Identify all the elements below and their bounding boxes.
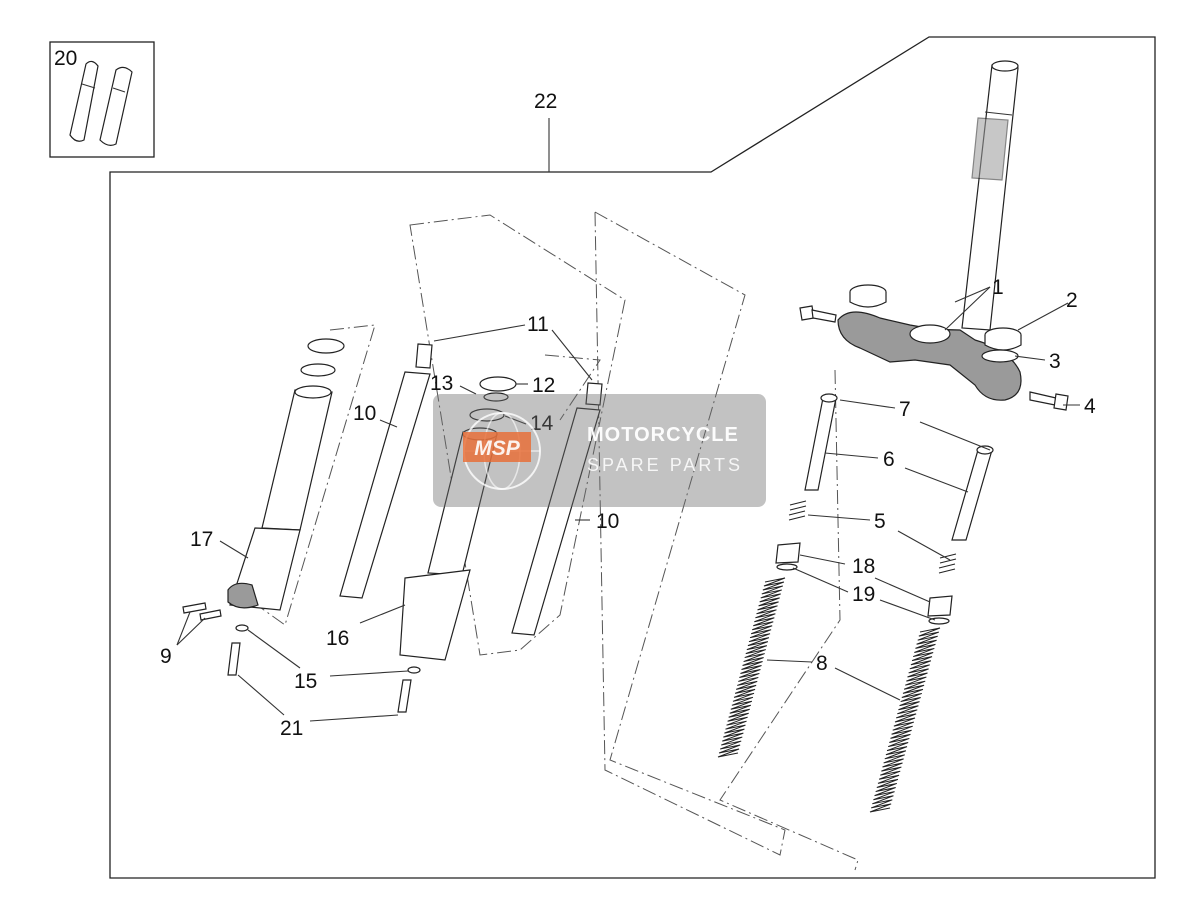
label-4: 4 <box>1084 395 1096 418</box>
steering-stem-part-1 <box>837 60 1022 401</box>
label-7: 7 <box>899 398 911 421</box>
fork-assembly-frame <box>109 36 1156 879</box>
label-10a: 10 <box>353 402 376 425</box>
bolt-part-21 <box>227 642 412 713</box>
part-labels: 1 2 3 4 5 6 7 8 9 10 10 11 12 13 14 15 1… <box>54 47 1096 740</box>
bolt-part-4 <box>799 305 1069 411</box>
label-8: 8 <box>816 652 828 675</box>
inset-box-part-20 <box>49 41 155 158</box>
label-6: 6 <box>883 448 895 471</box>
label-11: 11 <box>527 313 549 336</box>
watermark-line-2: SPARE PARTS <box>587 455 744 475</box>
seal-part-12 <box>479 376 517 392</box>
tube-part-6 <box>804 393 994 541</box>
spring-part-8 <box>717 577 941 813</box>
label-1: 1 <box>992 276 1004 299</box>
washer-part-3 <box>981 349 1019 363</box>
plug-part-11 <box>415 343 603 406</box>
globe-logo-icon: MSP <box>463 412 541 490</box>
label-18: 18 <box>852 555 875 578</box>
watermark-logo-text: MSP <box>474 437 521 460</box>
label-9: 9 <box>160 645 172 668</box>
label-5: 5 <box>874 510 886 533</box>
screw-part-9 <box>182 602 222 621</box>
label-10b: 10 <box>596 510 619 533</box>
label-21: 21 <box>280 717 303 740</box>
label-13: 13 <box>430 372 453 395</box>
label-12: 12 <box>532 374 555 397</box>
label-15: 15 <box>294 670 317 693</box>
label-2: 2 <box>1066 289 1078 312</box>
label-19: 19 <box>852 583 875 606</box>
watermark-badge: MSP MOTORCYCLE SPARE PARTS <box>433 394 766 507</box>
spring-part-5 <box>788 500 957 574</box>
label-20: 20 <box>54 47 77 70</box>
coil-spring <box>869 627 941 813</box>
label-3: 3 <box>1049 350 1061 373</box>
washer-part-15 <box>235 624 421 674</box>
coil-spring <box>717 577 786 758</box>
label-17: 17 <box>190 528 213 551</box>
label-22: 22 <box>534 90 557 113</box>
label-14: 14 <box>530 412 554 435</box>
bushing-part-18 <box>775 542 953 625</box>
leader-lines <box>176 286 1080 722</box>
ring-part-13 <box>483 392 509 402</box>
label-16: 16 <box>326 627 349 650</box>
dashed-group-outlines <box>249 211 859 871</box>
fork-leg-part-17 <box>227 338 345 611</box>
tube-part-10 <box>339 371 601 636</box>
watermark-line-1: MOTORCYCLE <box>587 424 739 446</box>
